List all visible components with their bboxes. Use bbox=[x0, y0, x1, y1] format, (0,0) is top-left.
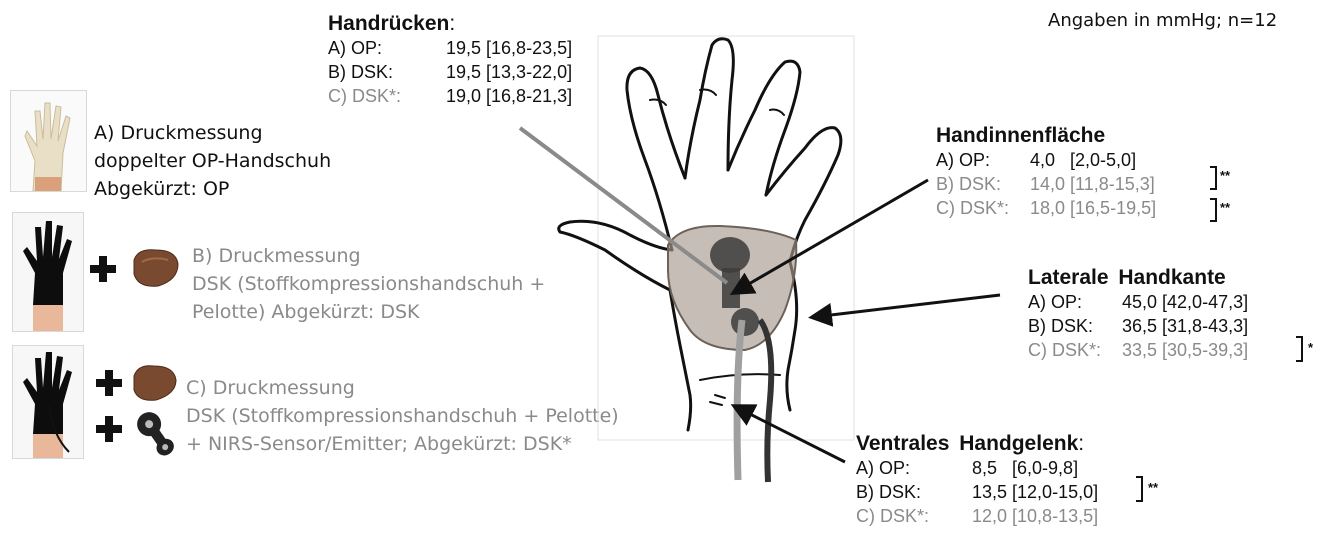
ventral-title-suffix: : bbox=[1078, 432, 1084, 455]
handruecken-row-op: A) OP:19,5 [16,8-23,5] bbox=[328, 36, 572, 60]
ventral-row-dsk: B) DSK:13,5 [12,0-15,0] bbox=[856, 480, 1098, 504]
handinnenflaeche-row-dsk: B) DSK:14,0 [11,8-15,3] bbox=[936, 172, 1156, 196]
region-handruecken: Handrücken: A) OP:19,5 [16,8-23,5] B) DS… bbox=[328, 12, 572, 108]
significance-bracket bbox=[1296, 336, 1303, 362]
significance-bracket bbox=[1210, 166, 1217, 190]
significance-stars: ** bbox=[1148, 480, 1158, 495]
handruecken-title: Handrücken bbox=[328, 12, 449, 35]
laterale-row-dsk-star: C) DSK*:33,5 [30,5-39,3] bbox=[1028, 338, 1248, 362]
significance-stars: * bbox=[1308, 340, 1313, 355]
ventral-row-op: A) OP:8,5 [6,0-9,8] bbox=[856, 456, 1098, 480]
significance-bracket bbox=[1210, 198, 1217, 222]
handinnenflaeche-row-dsk-star: C) DSK*:18,0 [16,5-19,5] bbox=[936, 196, 1156, 220]
handruecken-row-dsk-star: C) DSK*:19,0 [16,8-21,3] bbox=[328, 84, 572, 108]
laterale-row-op: A) OP:45,0 [42,0-47,3] bbox=[1028, 290, 1248, 314]
ventral-title: Ventrales Handgelenk bbox=[856, 432, 1078, 455]
handinnenflaeche-row-op: A) OP:4,0 [2,0-5,0] bbox=[936, 148, 1156, 172]
handinnenflaeche-title: Handinnenfläche bbox=[936, 124, 1156, 148]
region-ventrales-handgelenk: Ventrales Handgelenk: A) OP:8,5 [6,0-9,8… bbox=[856, 432, 1098, 528]
handruecken-title-suffix: : bbox=[449, 12, 455, 35]
significance-stars: ** bbox=[1220, 168, 1230, 183]
significance-bracket bbox=[1136, 476, 1143, 502]
region-laterale-handkante: Laterale Handkante A) OP:45,0 [42,0-47,3… bbox=[1028, 266, 1248, 362]
laterale-title: Laterale Handkante bbox=[1028, 266, 1248, 290]
laterale-row-dsk: B) DSK:36,5 [31,8-43,3] bbox=[1028, 314, 1248, 338]
region-handinnenflaeche: Handinnenfläche A) OP:4,0 [2,0-5,0] B) D… bbox=[936, 124, 1156, 220]
handruecken-row-dsk: B) DSK:19,5 [13,3-22,0] bbox=[328, 60, 572, 84]
ventral-row-dsk-star: C) DSK*:12,0 [10,8-13,5] bbox=[856, 504, 1098, 528]
significance-stars: ** bbox=[1220, 200, 1230, 215]
